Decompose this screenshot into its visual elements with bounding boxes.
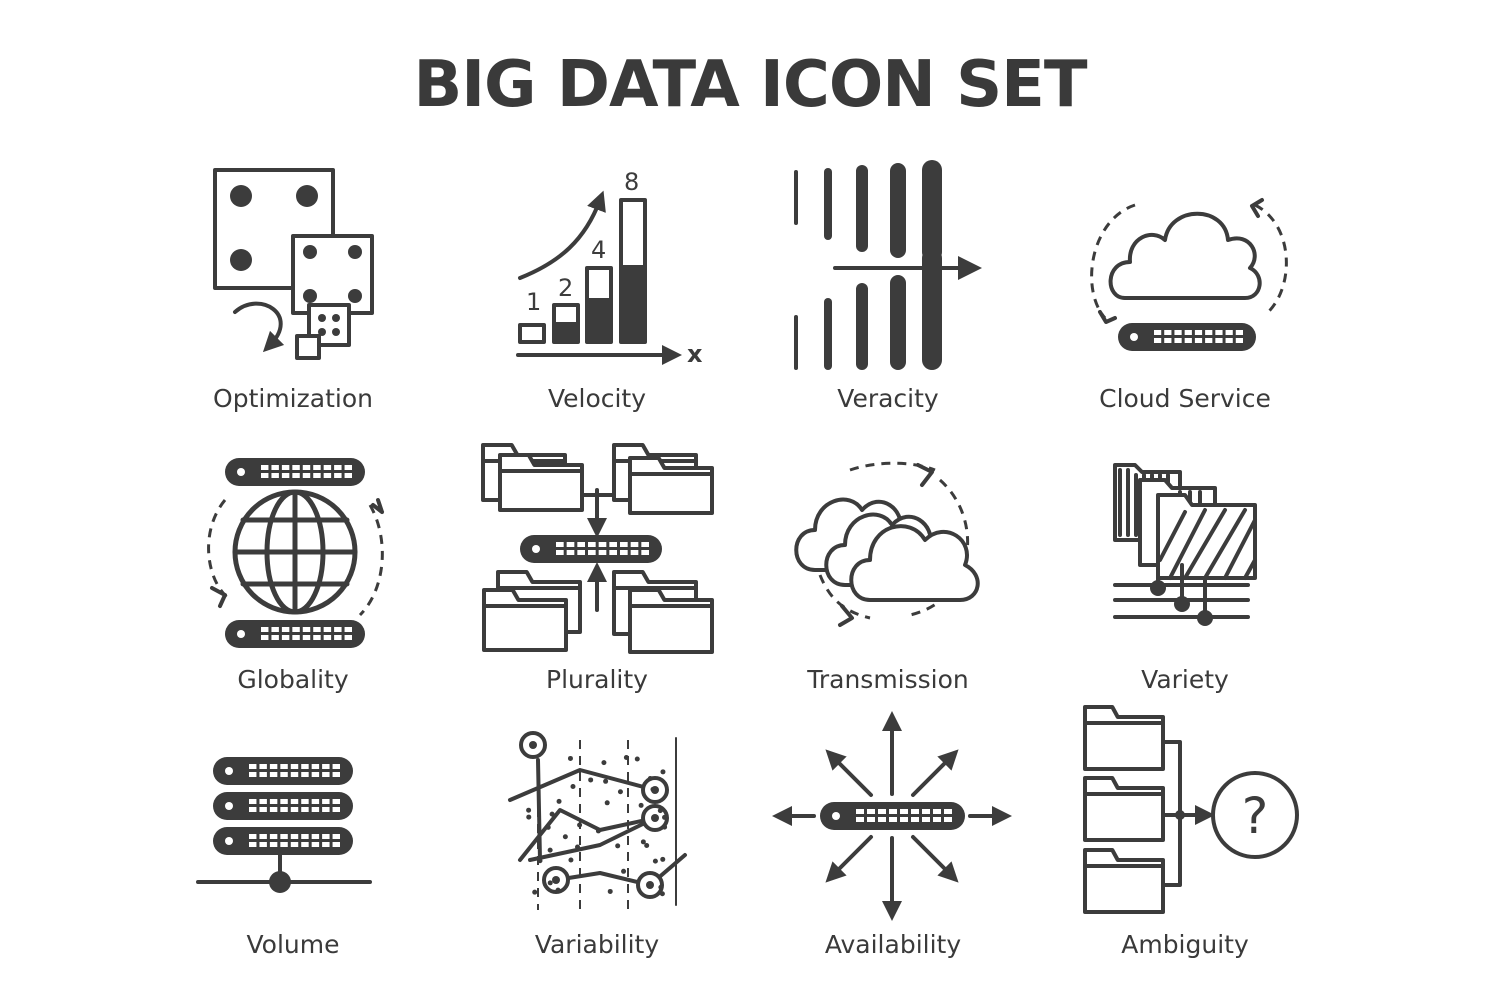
label-variety: Variety [1141, 665, 1229, 694]
volume-icon [196, 757, 372, 893]
folder-icon [628, 588, 714, 654]
arrow-icon [911, 835, 959, 883]
label-volume: Volume [246, 930, 340, 959]
label-cloud-service: Cloud Service [1099, 384, 1271, 413]
folder-icon [1083, 705, 1165, 771]
bar-icon [890, 275, 906, 370]
velocity-number-2: 2 [558, 274, 573, 302]
plurality-icon [481, 443, 714, 654]
server-icon [213, 757, 353, 785]
velocity-number-1: 1 [526, 288, 541, 316]
variety-icon [1113, 463, 1257, 626]
label-variability: Variability [534, 930, 660, 959]
folder-icon [1083, 776, 1165, 842]
label-availability: Availability [824, 930, 962, 959]
label-optimization: Optimization [213, 384, 373, 413]
folder-icon [482, 588, 568, 652]
label-velocity: Velocity [547, 384, 647, 413]
page-title: BIG DATA ICON SET [413, 48, 1087, 122]
bar-icon [824, 298, 832, 370]
bar-icon [794, 170, 798, 225]
velocity-number-8: 8 [624, 168, 639, 196]
server-icon [520, 535, 662, 563]
arrow-icon [825, 835, 873, 883]
bar-icon [890, 163, 906, 258]
label-ambiguity: Ambiguity [1121, 930, 1249, 959]
variability-icon [508, 731, 687, 910]
folder-icon [628, 456, 714, 515]
label-veracity: Veracity [837, 384, 939, 413]
velocity-icon: 1 2 4 8 x [516, 168, 703, 368]
availability-icon [772, 711, 1012, 921]
bar-icon [856, 283, 868, 370]
velocity-axis-x: x [687, 340, 703, 368]
arrow-icon [911, 749, 959, 797]
label-globality: Globality [237, 665, 349, 694]
bar-icon [856, 165, 868, 252]
server-icon [225, 620, 365, 648]
velocity-number-4: 4 [591, 236, 606, 264]
folder-icon [1083, 848, 1165, 914]
folder-icon [498, 453, 584, 512]
transmission-icon [794, 461, 980, 627]
cloud-service-icon [1090, 198, 1288, 351]
server-icon [225, 458, 365, 486]
server-icon [820, 802, 965, 830]
globality-icon [207, 458, 384, 648]
optimization-icon [213, 168, 374, 360]
bar-icon [922, 160, 942, 262]
server-icon [213, 827, 353, 855]
label-plurality: Plurality [546, 665, 648, 694]
bar-icon [824, 168, 832, 240]
server-icon [213, 792, 353, 820]
question-mark-icon: ? [1242, 787, 1269, 845]
veracity-icon [794, 160, 982, 370]
bar-icon [922, 248, 942, 370]
label-transmission: Transmission [807, 665, 969, 694]
arrow-icon [825, 749, 873, 797]
ambiguity-icon: ? [1083, 705, 1299, 914]
bar-icon [794, 315, 798, 370]
server-icon [1118, 323, 1256, 351]
